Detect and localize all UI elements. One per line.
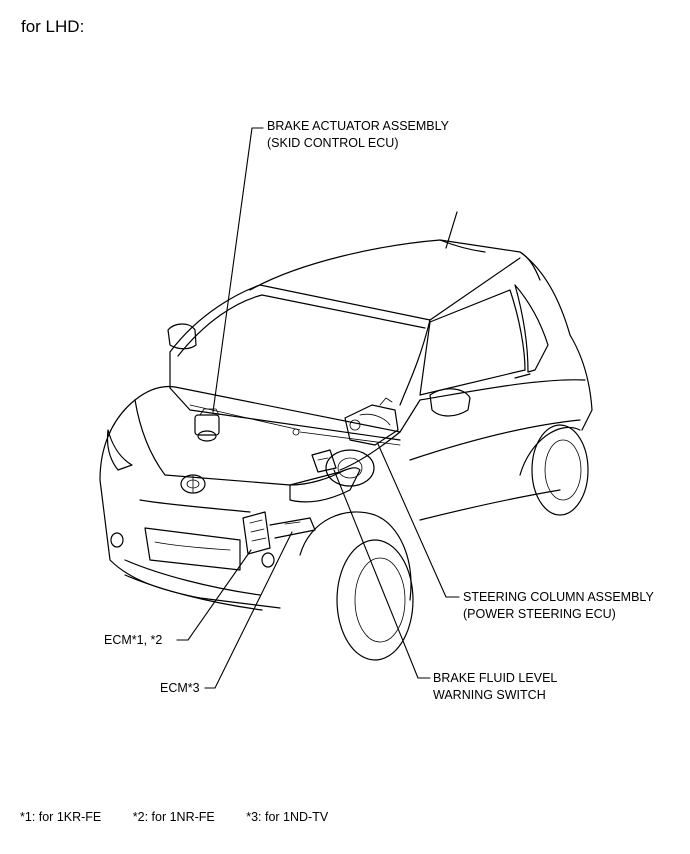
footnotes: *1: for 1KR-FE *2: for 1NR-FE *3: for 1N… <box>20 810 356 824</box>
car-illustration <box>99 211 593 661</box>
leader-lines <box>176 127 460 689</box>
steering-column-component <box>344 397 399 446</box>
brake-fluid-label-line1: BRAKE FLUID LEVEL <box>433 671 558 685</box>
footnote-3: *3: for 1ND-TV <box>246 810 329 824</box>
brake-fluid-component <box>311 449 375 487</box>
steering-column-label-line1: STEERING COLUMN ASSEMBLY <box>463 590 654 604</box>
brake-actuator-label-line1: BRAKE ACTUATOR ASSEMBLY <box>267 119 450 133</box>
steering-column-label: STEERING COLUMN ASSEMBLY (POWER STEERING… <box>463 589 654 623</box>
ecm3-label: ECM*3 <box>160 681 200 695</box>
footnote-2: *2: for 1NR-FE <box>132 810 215 824</box>
footnote-1: *1: for 1KR-FE <box>20 810 102 824</box>
brake-fluid-label: BRAKE FLUID LEVEL WARNING SWITCH <box>433 670 557 704</box>
steering-column-label-line2: (POWER STEERING ECU) <box>463 607 616 621</box>
brake-actuator-label: BRAKE ACTUATOR ASSEMBLY (SKID CONTROL EC… <box>267 118 449 152</box>
brake-fluid-label-line2: WARNING SWITCH <box>433 688 546 702</box>
page-heading: for LHD: <box>21 17 85 36</box>
brake-actuator-label-line2: (SKID CONTROL ECU) <box>267 136 399 150</box>
ecm12-label: ECM*1, *2 <box>104 633 163 647</box>
brake-actuator-component <box>194 408 220 442</box>
ecm-component <box>242 511 316 555</box>
